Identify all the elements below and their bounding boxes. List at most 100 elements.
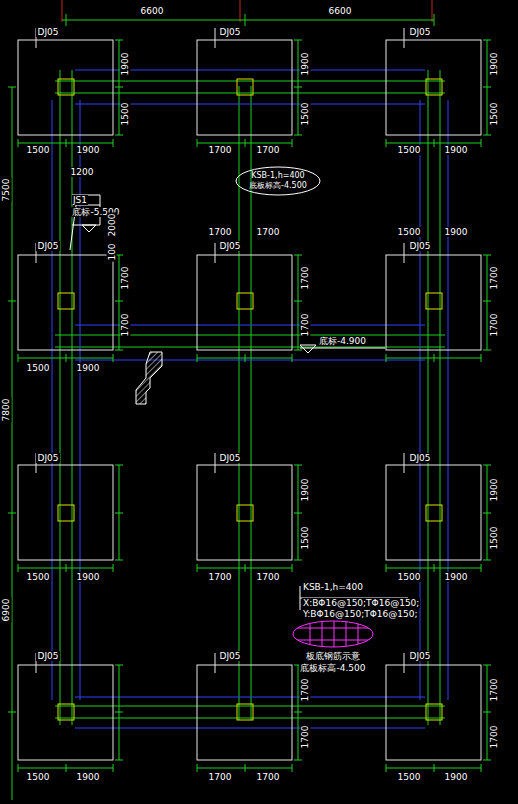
dimension-text: 1500 [397, 145, 422, 155]
dimension-tick [115, 560, 123, 561]
dimension-line [298, 255, 299, 350]
dimension-tick [292, 139, 293, 147]
column-section [58, 293, 74, 309]
footing-outline [18, 465, 113, 560]
annotation-text: KSB-1,h=400 [302, 582, 364, 592]
annotation-text: DJ05 [408, 27, 431, 37]
dimension-text: 1500 [120, 102, 130, 127]
dimension-text: 1900 [489, 52, 499, 77]
dimension-text: 1900 [489, 478, 499, 503]
dimension-text: 100 [107, 242, 117, 261]
dimension-text: 1700 [489, 313, 499, 338]
dimension-text: 1700 [208, 772, 233, 782]
dimension-text: 1900 [76, 572, 101, 582]
column-section [426, 505, 442, 521]
annotation-text: X:BΦ16@150;TΦ16@150; [302, 598, 420, 608]
dimension-tick [386, 354, 387, 362]
dimension-tick [294, 513, 302, 514]
dimension-tick [483, 513, 491, 514]
tag-leader [215, 243, 216, 263]
dimension-text: 1700 [489, 725, 499, 750]
dimension-text: 1500 [26, 363, 51, 373]
dimension-tick [197, 564, 198, 572]
dimension-tick [115, 712, 123, 713]
dimension-tick [483, 665, 491, 666]
annotation-text: 底板标高-4.500 [299, 663, 366, 673]
dimension-text: 1700 [300, 313, 310, 338]
dimension-text: 1500 [26, 572, 51, 582]
dimension-tick [483, 350, 491, 351]
dimension-tick [245, 564, 246, 572]
dimension-tick [481, 354, 482, 362]
dimension-tick [294, 560, 302, 561]
dimension-line [119, 255, 120, 350]
dimension-text: 1500 [397, 772, 422, 782]
dimension-tick [292, 564, 293, 572]
dimension-text: 1900 [76, 363, 101, 373]
dimension-tick [197, 764, 198, 772]
column-section [58, 704, 74, 720]
dimension-tick [483, 712, 491, 713]
dimension-text: 6600 [328, 6, 353, 16]
dimension-text: 1900 [444, 227, 469, 237]
footing-outline [386, 40, 481, 135]
dimension-tick [115, 87, 123, 88]
dimension-text: 7800 [1, 398, 11, 423]
dimension-text: 1500 [300, 102, 310, 127]
dimension-text: 1700 [300, 266, 310, 291]
dimension-tick [292, 354, 293, 362]
footing-outline [386, 255, 481, 350]
dimension-tick [294, 712, 302, 713]
dimension-tick [294, 40, 302, 41]
dimension-text: 1700 [256, 772, 281, 782]
annotation-text: DJ05 [218, 27, 241, 37]
column-section [58, 79, 74, 95]
dimension-tick [113, 139, 114, 147]
dimension-tick [18, 764, 19, 772]
dimension-tick [292, 764, 293, 772]
dimension-tick [294, 135, 302, 136]
dimension-tick [115, 350, 123, 351]
dimension-tick [115, 465, 123, 466]
dimension-text: 1700 [300, 678, 310, 703]
dimension-tick [483, 301, 491, 302]
annotation-text: 板底钢筋示意 [305, 651, 361, 661]
dimension-tick [115, 760, 123, 761]
dimension-tick [66, 764, 67, 772]
dimension-text: 1700 [208, 227, 233, 237]
dimension-text: 1900 [76, 772, 101, 782]
slab-callout-ellipse: KSB-1,h=400底板标高-4.500 [241, 167, 316, 195]
column-section [426, 79, 442, 95]
dimension-tick [18, 139, 19, 147]
annotation-text: DJ05 [36, 27, 59, 37]
column-section [237, 704, 253, 720]
dimension-tick [386, 764, 387, 772]
column-section [426, 704, 442, 720]
annotation-text: DJ05 [408, 453, 431, 463]
footing-outline [18, 40, 113, 135]
dimension-tick [386, 564, 387, 572]
annotation-text: DJ05 [408, 651, 431, 661]
annotation-text: DJ05 [218, 241, 241, 251]
dimension-tick [115, 40, 123, 41]
dimension-tick [434, 354, 435, 362]
dimension-text: 2000 [107, 213, 117, 238]
dimension-tick [113, 354, 114, 362]
dimension-text: 1900 [120, 52, 130, 77]
dimension-text: 1900 [76, 145, 101, 155]
callout-text: 底板标高-4.500 [249, 181, 307, 191]
column-section [426, 293, 442, 309]
tag-leader [404, 28, 405, 48]
dimension-tick [245, 354, 246, 362]
dimension-tick [113, 764, 114, 772]
dimension-tick [115, 513, 123, 514]
dimension-tick [18, 354, 19, 362]
dimension-tick [294, 255, 302, 256]
tag-leader [215, 453, 216, 473]
dimension-tick [483, 255, 491, 256]
dimension-tick [294, 465, 302, 466]
dimension-text: 1700 [208, 572, 233, 582]
dimension-text: 7500 [1, 178, 11, 203]
dimension-text: 1700 [256, 572, 281, 582]
footing-outline [18, 665, 113, 760]
